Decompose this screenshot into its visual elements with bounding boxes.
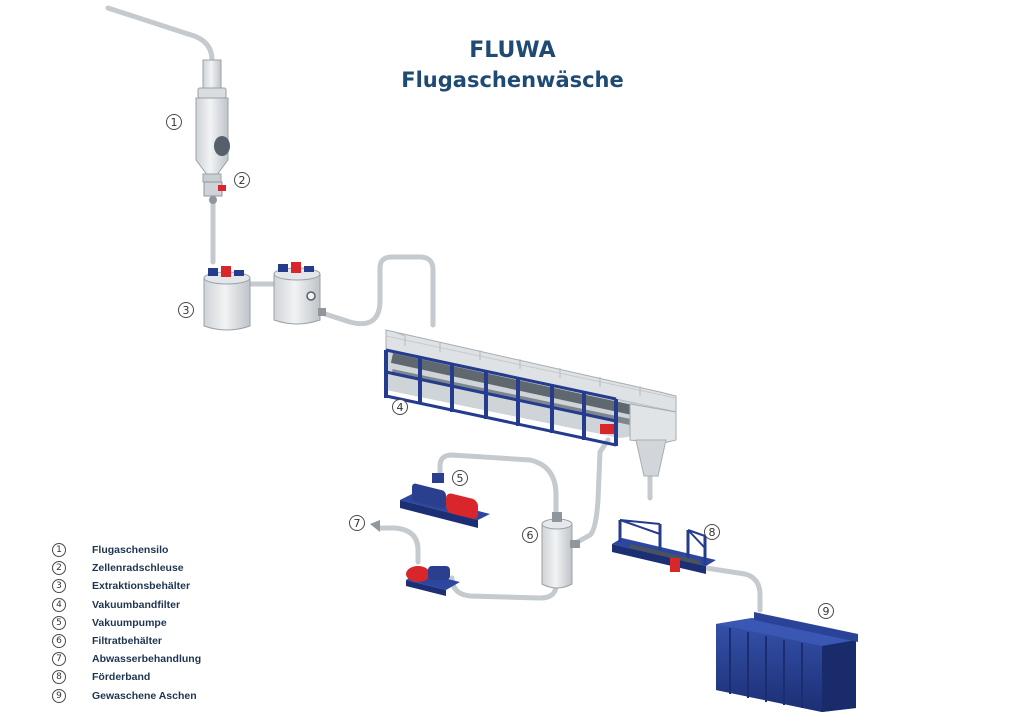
svg-text:3: 3 [183,304,190,317]
callout-2: 2 [234,172,250,188]
legend-item: 1 Flugaschensilo [52,541,201,559]
svg-text:9: 9 [823,605,830,618]
legend-number: 3 [52,579,66,594]
legend-label: Extraktionsbehälter [92,580,191,593]
svg-text:5: 5 [457,472,464,485]
filtrate-to-pump-pipe [449,575,559,601]
legend-label: Flugaschensilo [92,544,169,557]
svg-text:1: 1 [171,116,178,129]
legend-item: 3 Extraktionsbehälter [52,577,201,595]
vacuum-pump-pipe [437,452,559,523]
abwasserbehandlung [370,520,460,596]
svg-text:8: 8 [709,526,716,539]
diagram-subtitle: Flugaschenwäsche [401,68,624,92]
pipes [105,5,763,613]
legend-label: Gewaschene Aschen [92,689,197,702]
legend-label: Vakuumpumpe [92,616,167,629]
callout-4: 4 [392,399,408,415]
legend-item: 5 Vakuumpumpe [52,614,201,632]
flugaschensilo [195,59,230,183]
conveyor-to-container-pipe [703,565,763,613]
extraktionsbehaelter [203,262,326,331]
svg-text:6: 6 [527,529,534,542]
legend: 1 Flugaschensilo 2 Zellenradschleuse 3 Extr… [52,541,201,705]
legend-label: Zellenradschleuse [92,562,184,575]
legend-item: 2 Zellenradschleuse [52,559,201,577]
legend-label: Förderband [92,671,151,684]
legend-item: 8 Förderband [52,668,201,686]
legend-item: 6 Filtratbehälter [52,632,201,650]
legend-label: Vakuumbandfilter [92,598,181,611]
legend-item: 7 Abwasserbehandlung [52,650,201,668]
legend-label: Filtratbehälter [92,635,163,648]
legend-number: 7 [52,652,66,667]
svg-text:7: 7 [354,517,361,530]
callout-6: 6 [522,527,538,543]
legend-number: 4 [52,597,66,612]
callout-3: 3 [178,302,194,318]
legend-label: Abwasserbehandlung [92,653,202,666]
filter-to-filtrate-pipe [569,437,611,548]
svg-text:2: 2 [239,174,246,187]
wastewater-pipe [377,525,421,565]
vakuumbandfilter [384,329,677,477]
inlet-pipe [105,5,191,37]
legend-number: 1 [52,543,66,558]
filtratbehaelter [541,512,580,589]
legend-number: 9 [52,688,66,703]
foerderband [612,519,716,574]
legend-number: 2 [52,561,66,576]
callouts: 1 2 3 4 5 6 7 8 [166,114,834,619]
legend-number: 8 [52,670,66,685]
tank-to-filter-pipe [319,254,436,328]
callout-9: 9 [818,603,834,619]
legend-item: 9 Gewaschene Aschen [52,687,201,705]
legend-item: 4 Vakuumbandfilter [52,596,201,614]
callout-5: 5 [452,470,468,486]
diagram-title: FLUWA [469,38,556,63]
callout-8: 8 [704,524,720,540]
legend-number: 5 [52,615,66,630]
legend-number: 6 [52,634,66,649]
gewaschene-aschen [716,612,858,712]
svg-text:4: 4 [397,401,404,414]
callout-7: 7 [349,515,365,531]
callout-1: 1 [166,114,182,130]
zellenradschleuse [203,181,226,204]
vakuumpumpe [400,473,490,528]
